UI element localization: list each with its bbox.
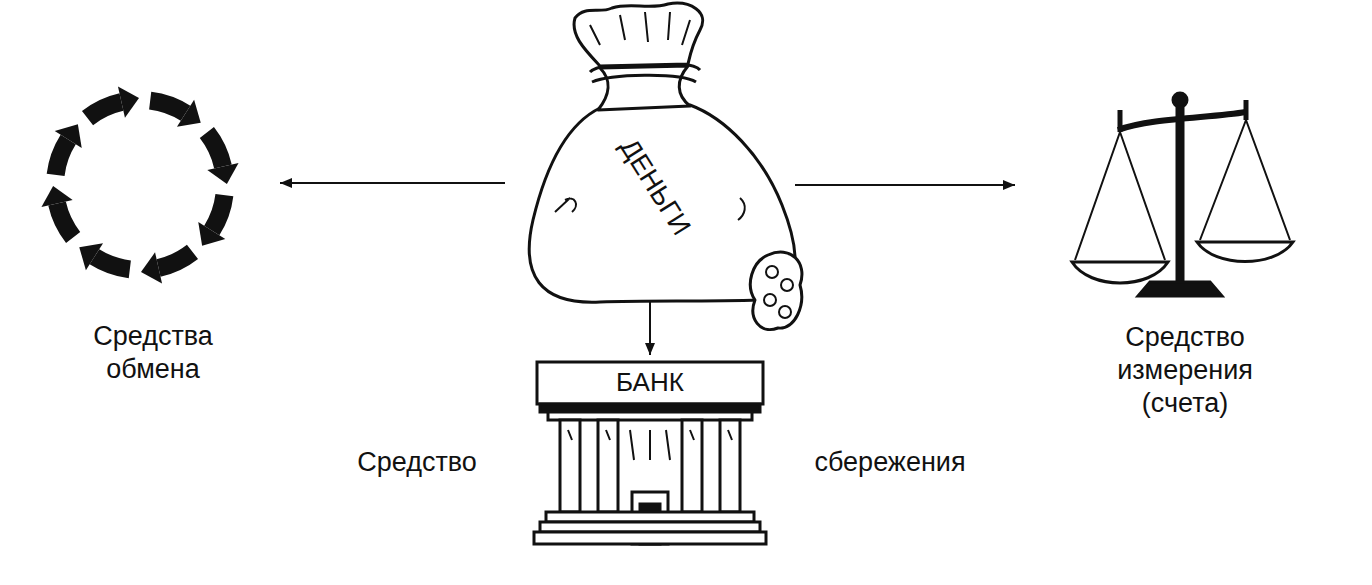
cycle-arrow-head bbox=[198, 222, 225, 246]
arrow-connector bbox=[649, 300, 651, 355]
cycle-arrow-head bbox=[207, 163, 238, 184]
function-caption: Средство bbox=[357, 446, 477, 479]
scales-icon bbox=[1072, 93, 1293, 296]
bank-sign: БАНК bbox=[616, 367, 684, 399]
bank-building bbox=[534, 362, 766, 544]
money-bag-node: ДЕНЬГИ bbox=[505, 0, 795, 300]
money-bag bbox=[529, 3, 802, 329]
cycle-arrow bbox=[157, 245, 198, 277]
cycle-arrow-head bbox=[177, 100, 201, 127]
function-caption: сбережения bbox=[814, 446, 965, 479]
exchange-node: Средства обмена bbox=[25, 75, 280, 395]
cycle-arrow-head bbox=[141, 252, 162, 283]
bank-node: БАНК Средство сбережения bbox=[340, 355, 985, 550]
function-caption: Средства обмена bbox=[68, 320, 238, 386]
cycle-arrow-head bbox=[41, 186, 72, 207]
cycle-arrow bbox=[82, 93, 123, 125]
cycle-arrow-head bbox=[79, 243, 103, 270]
cycle-arrow bbox=[48, 202, 80, 243]
function-caption: Средство измерения (счета) bbox=[1105, 321, 1265, 420]
bag-label: ДЕНЬГИ bbox=[613, 133, 698, 242]
measure-node: Средство измерения (счета) bbox=[1015, 90, 1345, 430]
cycle-arrow-head bbox=[118, 86, 139, 117]
cycle-arrow bbox=[200, 127, 232, 168]
cycle-arrow-head bbox=[55, 124, 82, 148]
arrow-connector bbox=[795, 184, 1015, 186]
arrow-connector bbox=[280, 182, 505, 184]
cycle-arrows-icon bbox=[41, 86, 238, 283]
